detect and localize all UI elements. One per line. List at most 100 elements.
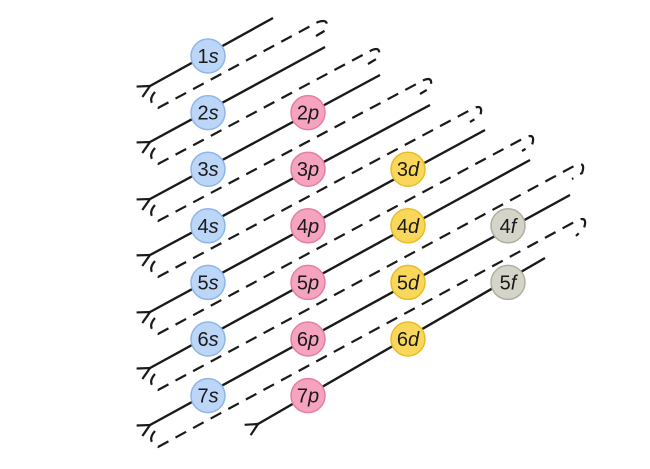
orbital-5p-n: 5 bbox=[297, 272, 308, 294]
return-dash-3 bbox=[150, 77, 433, 223]
orbital-5s-l: s bbox=[209, 272, 219, 294]
orbital-7s-l: s bbox=[209, 386, 219, 408]
orbital-5d: 5d bbox=[390, 264, 426, 301]
orbital-6p-circle bbox=[290, 321, 326, 357]
orbital-2p-label: 2p bbox=[297, 103, 319, 125]
orbital-5p: 5p bbox=[290, 264, 326, 301]
orbital-4f-l: f bbox=[511, 216, 519, 238]
orbital-7s: 7s bbox=[190, 377, 226, 414]
orbital-6p-l: p bbox=[307, 329, 319, 351]
orbital-5s-n: 5 bbox=[197, 272, 208, 294]
arrow-3 bbox=[150, 73, 381, 199]
orbital-6d-label: 6d bbox=[397, 329, 420, 351]
orbital-2s-label: 2s bbox=[197, 103, 218, 125]
orbital-2p: 2p bbox=[290, 94, 326, 131]
orbital-4d-circle bbox=[390, 208, 426, 244]
return-dash-4 bbox=[150, 105, 483, 279]
orbital-2s-circle bbox=[190, 94, 226, 131]
return-dash-5 bbox=[150, 134, 535, 336]
orbital-3p: 3p bbox=[290, 151, 326, 187]
orbital-3s: 3s bbox=[190, 151, 226, 187]
orbital-6d-l: d bbox=[408, 329, 420, 351]
orbital-4p-label: 4p bbox=[297, 216, 319, 238]
orbital-6d-n: 6 bbox=[397, 329, 408, 351]
orbital-5f: 5f bbox=[490, 264, 526, 301]
orbital-5f-circle bbox=[490, 264, 526, 301]
orbital-2s-l: s bbox=[209, 103, 219, 125]
orbital-3p-circle bbox=[290, 151, 326, 187]
orbital-5d-circle bbox=[390, 264, 426, 301]
orbital-4f-label: 4f bbox=[500, 216, 519, 238]
orbital-7p-l: p bbox=[307, 386, 319, 408]
orbital-6d-circle bbox=[390, 321, 426, 357]
orbital-6s-n: 6 bbox=[197, 329, 208, 351]
orbital-5f-n: 5 bbox=[500, 272, 511, 294]
orbital-6p-n: 6 bbox=[297, 329, 308, 351]
orbital-2p-l: p bbox=[307, 103, 319, 125]
orbital-6s: 6s bbox=[190, 321, 226, 357]
orbital-3d-n: 3 bbox=[397, 159, 408, 181]
orbital-3p-n: 3 bbox=[297, 159, 308, 181]
orbital-4s-n: 4 bbox=[197, 216, 208, 238]
orbital-4f-n: 4 bbox=[500, 216, 511, 238]
orbital-3s-l: s bbox=[209, 159, 219, 181]
orbital-4p-circle bbox=[290, 208, 326, 244]
orbital-4s-label: 4s bbox=[197, 216, 218, 238]
arrow-2 bbox=[150, 45, 326, 142]
orbital-4d-label: 4d bbox=[397, 216, 420, 238]
orbital-7p: 7p bbox=[290, 377, 326, 414]
orbital-6s-l: s bbox=[209, 329, 219, 351]
orbital-4d-n: 4 bbox=[397, 216, 408, 238]
orbital-5p-label: 5p bbox=[297, 272, 319, 294]
orbital-6p-label: 6p bbox=[297, 329, 319, 351]
orbital-4d: 4d bbox=[390, 208, 426, 244]
orbital-3s-circle bbox=[190, 151, 226, 187]
orbital-5p-l: p bbox=[307, 272, 319, 294]
orbital-3s-n: 3 bbox=[197, 159, 208, 181]
orbital-6p: 6p bbox=[290, 321, 326, 357]
return-dash-1 bbox=[150, 19, 329, 110]
orbital-7s-circle bbox=[190, 377, 226, 414]
orbital-1s-l: s bbox=[209, 46, 219, 68]
orbital-4f-circle bbox=[490, 208, 526, 244]
orbital-6d: 6d bbox=[390, 321, 426, 357]
orbital-2p-n: 2 bbox=[297, 103, 308, 125]
orbital-4p-n: 4 bbox=[297, 216, 308, 238]
orbital-5s-label: 5s bbox=[197, 272, 218, 294]
orbital-7p-label: 7p bbox=[297, 386, 319, 408]
orbital-2p-circle bbox=[290, 94, 326, 131]
orbital-5s-circle bbox=[190, 264, 226, 301]
orbital-4d-l: d bbox=[408, 216, 420, 238]
orbital-1s: 1s bbox=[190, 38, 226, 74]
return-dash-2 bbox=[150, 47, 381, 166]
orbital-2s: 2s bbox=[190, 94, 226, 131]
orbital-3p-l: p bbox=[307, 159, 319, 181]
orbital-5d-l: d bbox=[408, 272, 420, 294]
orbital-6s-circle bbox=[190, 321, 226, 357]
orbital-1s-circle bbox=[190, 38, 226, 74]
orbital-3s-label: 3s bbox=[197, 159, 218, 181]
return-dash-7 bbox=[150, 217, 587, 449]
orbital-7p-circle bbox=[290, 377, 326, 414]
orbital-3d: 3d bbox=[390, 151, 426, 187]
orbital-3d-circle bbox=[390, 151, 426, 187]
orbital-4f: 4f bbox=[490, 208, 526, 244]
orbital-6s-label: 6s bbox=[197, 329, 218, 351]
orbital-4s-circle bbox=[190, 208, 226, 244]
orbital-7s-label: 7s bbox=[197, 386, 218, 408]
orbital-4s: 4s bbox=[190, 208, 226, 244]
orbital-7s-n: 7 bbox=[197, 386, 208, 408]
orbital-3d-l: d bbox=[408, 159, 420, 181]
orbital-5s: 5s bbox=[190, 264, 226, 301]
orbital-5d-label: 5d bbox=[397, 272, 420, 294]
orbital-1s-label: 1s bbox=[197, 46, 218, 68]
orbital-4p-l: p bbox=[307, 216, 319, 238]
orbital-3d-label: 3d bbox=[397, 159, 420, 181]
orbital-5f-l: f bbox=[511, 272, 519, 294]
return-dash-6 bbox=[150, 162, 585, 392]
orbital-4p: 4p bbox=[290, 208, 326, 244]
orbital-5f-label: 5f bbox=[500, 272, 519, 294]
orbital-7p-n: 7 bbox=[297, 386, 308, 408]
orbital-4s-l: s bbox=[209, 216, 219, 238]
